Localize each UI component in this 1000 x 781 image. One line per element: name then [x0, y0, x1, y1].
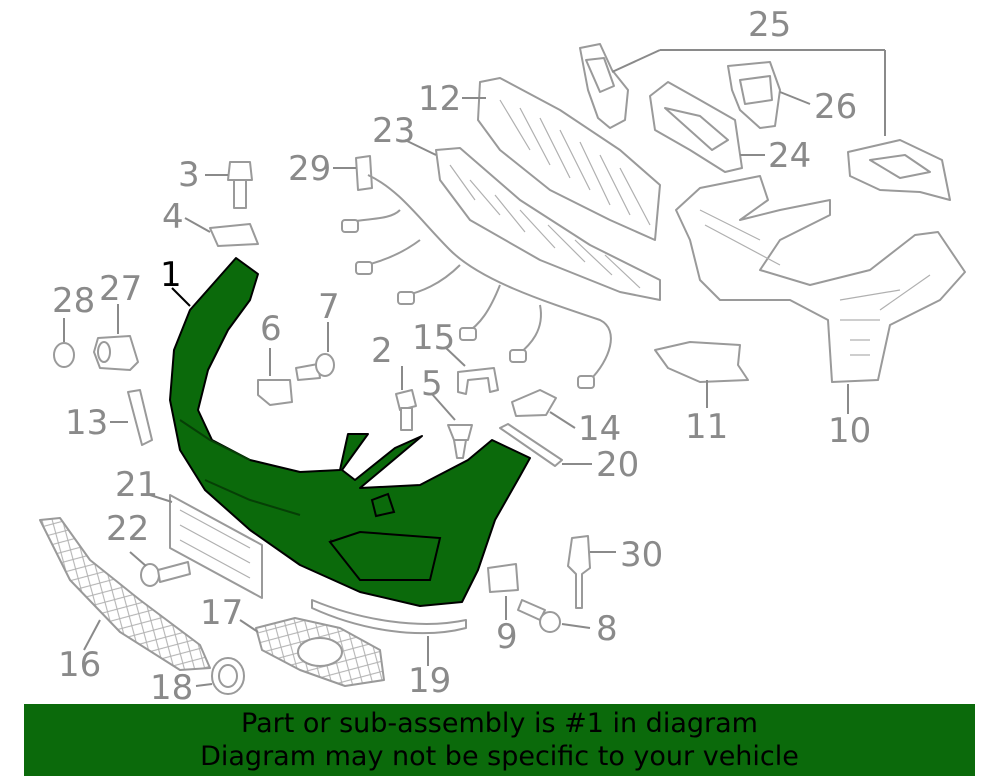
part-16-lower-grille[interactable] [39, 517, 211, 671]
callout-19: 19 [408, 661, 451, 701]
part-8-bolt[interactable] [517, 599, 561, 633]
callout-30: 30 [620, 535, 663, 575]
part-12-reinforcement[interactable] [477, 77, 661, 241]
callout-10: 10 [828, 411, 871, 451]
callout-23: 23 [372, 111, 415, 151]
part-2-bolt[interactable] [395, 389, 417, 431]
part-25-bracket-left[interactable] [579, 43, 629, 129]
callout-18-lead [195, 683, 213, 687]
callout-14: 14 [578, 409, 621, 449]
callout-7: 7 [318, 287, 340, 327]
callout-20: 20 [596, 445, 639, 485]
part-27-sensor[interactable] [93, 335, 139, 371]
callout-4-lead [184, 217, 211, 233]
callout-13: 13 [65, 403, 108, 443]
callout-12: 12 [418, 79, 461, 119]
callout-24: 24 [768, 136, 811, 176]
callout-17-lead [239, 619, 259, 633]
callout-1-lead [171, 287, 191, 307]
part-11-bracket[interactable] [654, 341, 749, 383]
part-7-screw[interactable] [295, 353, 335, 381]
callout-11: 11 [685, 407, 728, 447]
part-28-ring[interactable] [53, 342, 75, 368]
callout-5: 5 [421, 364, 443, 404]
banner-line-1: Part or sub-assembly is #1 in diagram [241, 708, 758, 739]
part-6-sensor-holder[interactable] [257, 379, 293, 406]
part-10-bumper-carrier[interactable] [675, 175, 966, 383]
callout-3: 3 [178, 155, 200, 195]
part-17-fog-grille[interactable] [255, 617, 385, 687]
part-29-wiring-harness[interactable] [341, 155, 612, 389]
callout-17: 17 [200, 593, 243, 633]
callout-18: 18 [150, 668, 193, 708]
callout-6: 6 [260, 309, 282, 349]
part-20-molding[interactable] [499, 423, 563, 467]
callout-5-lead [431, 393, 456, 421]
part-15-clip[interactable] [457, 367, 499, 395]
part-30-sensor[interactable] [567, 535, 591, 609]
callout-25: 25 [748, 5, 791, 45]
callout-21: 21 [115, 465, 158, 505]
callout-26: 26 [814, 87, 857, 127]
part-3-bolt[interactable] [227, 161, 253, 209]
part-23-energy-absorber[interactable] [435, 147, 661, 301]
callout-1: 1 [160, 255, 182, 295]
part-13-bracket[interactable] [127, 389, 153, 446]
callout-15-lead [445, 347, 466, 367]
callout-9: 9 [496, 617, 518, 657]
callout-8-lead [561, 623, 591, 629]
part-21-license-bracket[interactable] [169, 494, 263, 599]
callout-21-lead [149, 494, 173, 503]
part-22-bolt[interactable] [140, 561, 191, 587]
part-19-strip[interactable] [311, 599, 467, 635]
part-4-clip[interactable] [209, 223, 259, 247]
callout-28: 28 [52, 281, 95, 321]
callout-15: 15 [412, 318, 455, 358]
part-5-clip[interactable] [447, 424, 473, 459]
part-24-absorber[interactable] [649, 81, 743, 173]
callout-8: 8 [596, 609, 618, 649]
callout-25-lead [611, 49, 886, 136]
callout-14-lead [549, 411, 576, 429]
callout-22-lead [129, 551, 147, 567]
part-1-bumper-cover[interactable] [169, 257, 531, 607]
banner-line-2: Diagram may not be specific to your vehi… [200, 741, 799, 772]
part-25-bracket-right[interactable] [847, 139, 951, 201]
info-banner: Part or sub-assembly is #1 in diagram Di… [24, 704, 975, 776]
callout-16: 16 [58, 645, 101, 685]
callout-23-lead [404, 139, 437, 156]
part-14-clip[interactable] [511, 389, 557, 417]
part-18-ring[interactable] [211, 657, 245, 695]
callout-26-lead [779, 91, 811, 105]
callout-29: 29 [288, 149, 331, 189]
callout-27: 27 [99, 269, 142, 309]
callout-22: 22 [106, 509, 149, 549]
callout-4: 4 [162, 197, 184, 237]
callout-16-lead [83, 619, 101, 651]
part-26-bracket[interactable] [727, 61, 781, 129]
callout-2: 2 [371, 331, 393, 371]
part-9-nut[interactable] [487, 563, 519, 593]
